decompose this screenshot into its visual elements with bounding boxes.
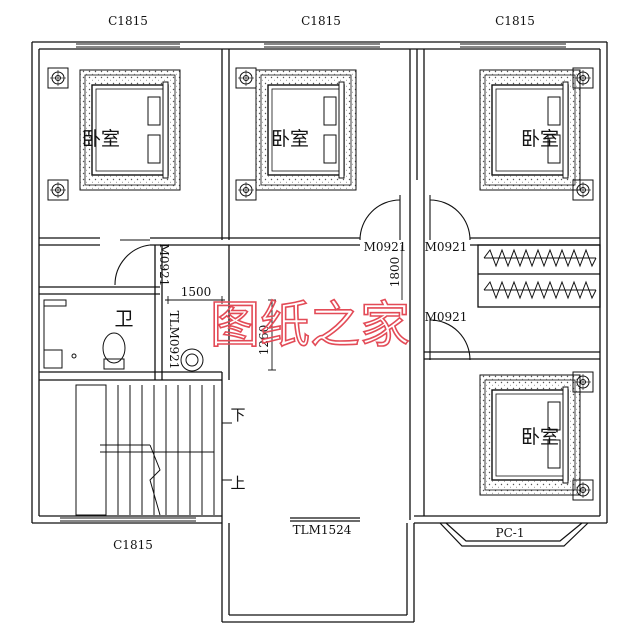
watermark: 图纸之家 [210,296,410,354]
bathroom-fixtures [43,299,204,372]
door-swings [114,195,471,361]
dimension-1800: 1800 [388,257,402,288]
room-label-bedroom-4: 卧室 [521,426,559,448]
interior-walls [39,49,601,623]
dimension-lines [165,245,403,371]
wardrobe [483,248,597,300]
room-label-bathroom: 卫 [114,308,133,330]
top-windows [60,43,566,522]
bay-window [439,522,589,547]
staircase [75,384,232,516]
dimension-1500: 1500 [181,285,212,299]
room-label-bedroom-1: 卧室 [82,128,120,150]
door-label-stair-hall: M0921 [157,244,171,287]
dimension-1260: 1260 [257,325,271,356]
door-label-middle-bedroom: M0921 [364,240,407,254]
stair-label-up: 上 [230,474,245,492]
door-label-lower-right-bedroom: M0921 [425,310,468,324]
room-label-bedroom-3: 卧室 [521,128,559,150]
room-label-bedroom-2: 卧室 [271,128,309,150]
stair-label-down: 下 [230,406,245,424]
door-label-right-bedroom: M0921 [425,240,468,254]
window-label-bottom-left: C1815 [113,538,153,552]
door-label-balcony: TLM1524 [293,523,352,537]
bay-window-label: PC-1 [496,526,525,540]
window-label-top-right: C1815 [495,14,535,28]
window-label-top-left: C1815 [108,14,148,28]
window-label-top-middle: C1815 [301,14,341,28]
door-label-bathroom: TLM0921 [167,311,181,370]
